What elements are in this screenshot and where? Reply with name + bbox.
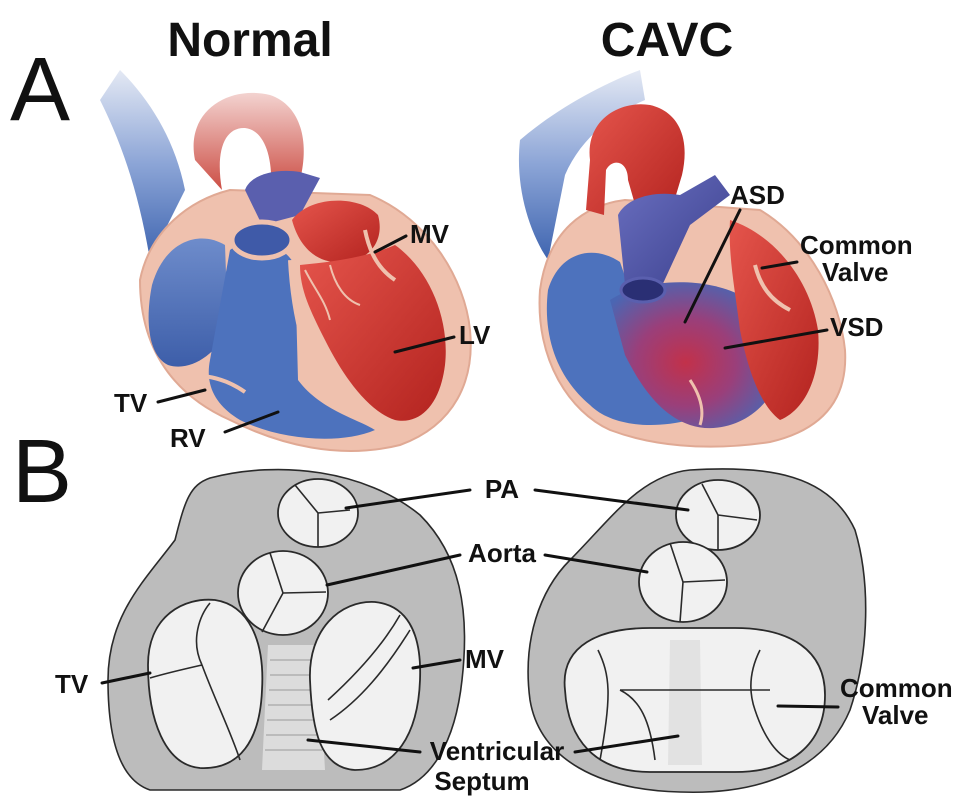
- normal-pa-valve: [278, 479, 358, 547]
- cavc-valve-plane: [528, 469, 866, 792]
- title-cavc: CAVC: [601, 14, 733, 67]
- label-septum-line1: Ventricular: [430, 736, 564, 766]
- label-tv-b: TV: [55, 669, 89, 699]
- label-mv-b: MV: [465, 644, 505, 674]
- cavc-pa-valve: [676, 480, 760, 550]
- label-pa: PA: [485, 474, 519, 504]
- panel-letter-b: B: [12, 422, 72, 522]
- label-common-valve-b-line1: Common: [840, 673, 953, 703]
- panel-letter-a: A: [10, 40, 70, 140]
- cavc-aortic-valve: [639, 542, 727, 622]
- label-asd: ASD: [730, 180, 785, 210]
- title-normal: Normal: [167, 14, 332, 67]
- label-common-valve-a-line2: Valve: [822, 257, 889, 287]
- normal-tv-valve: [148, 600, 262, 768]
- normal-valve-plane: [108, 470, 465, 790]
- leader-common-valve-b: [778, 706, 838, 707]
- label-tv-normal-a: TV: [114, 388, 148, 418]
- label-lv: LV: [459, 320, 491, 350]
- label-aorta: Aorta: [468, 538, 536, 568]
- label-vsd: VSD: [830, 312, 883, 342]
- label-common-valve-a-line1: Common: [800, 230, 913, 260]
- normal-heart-illustration: [100, 70, 471, 451]
- label-mv-normal: MV: [410, 219, 450, 249]
- cavc-heart-illustration: [519, 70, 845, 447]
- label-rv: RV: [170, 423, 206, 453]
- label-septum-line2: Septum: [434, 766, 529, 796]
- cavc-common-valve: [565, 628, 825, 772]
- label-common-valve-b-line2: Valve: [862, 700, 929, 730]
- normal-aortic-valve: [238, 551, 328, 635]
